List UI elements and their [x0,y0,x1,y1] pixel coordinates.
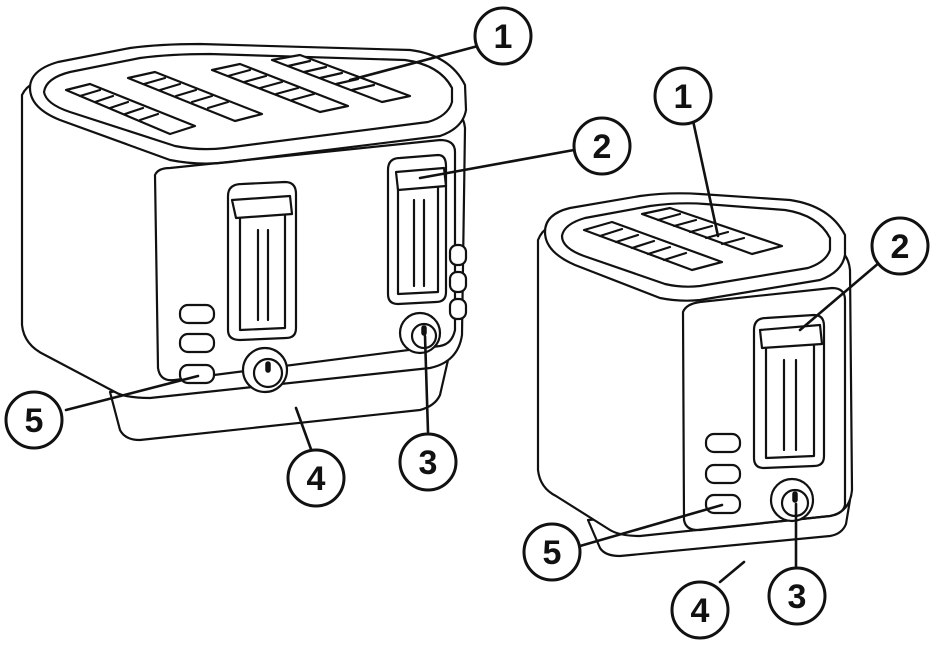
callout-four-3-label: 3 [419,444,438,482]
callout-two-5-label: 5 [543,534,562,572]
callout-two-1-label: 1 [674,78,693,116]
callout-four-3: 3 [400,434,456,490]
callout-two-2-label: 2 [891,228,910,266]
callout-four-1-label: 1 [494,18,513,56]
four-slice-left-knob [243,348,287,392]
callout-four-2: 2 [574,118,630,174]
two-slice-buttons [706,434,740,513]
callout-two-4-label: 4 [691,592,710,630]
callout-two-4: 4 [672,582,728,638]
callout-two-3: 3 [769,568,825,624]
four-slice-right-buttons [450,245,466,319]
four-slice-left-buttons [180,305,214,383]
callout-two-2: 2 [872,218,928,274]
two-slice-lever [760,325,822,348]
two-slice-knob [771,479,813,521]
callout-two-3-label: 3 [788,578,807,616]
callout-two-5: 5 [524,524,580,580]
callout-four-5: 5 [6,392,62,448]
callout-four-4: 4 [288,450,344,506]
callout-two-1: 1 [655,68,711,124]
four-slice-left-lever [232,196,292,218]
two-slice-toaster [538,193,852,556]
callout-four-4-label: 4 [307,460,326,498]
four-slice-toaster [22,44,466,440]
callout-four-5-label: 5 [25,402,44,440]
callout-four-2-label: 2 [593,128,612,166]
callout-four-1: 1 [475,8,531,64]
four-slice-right-knob [400,313,440,353]
